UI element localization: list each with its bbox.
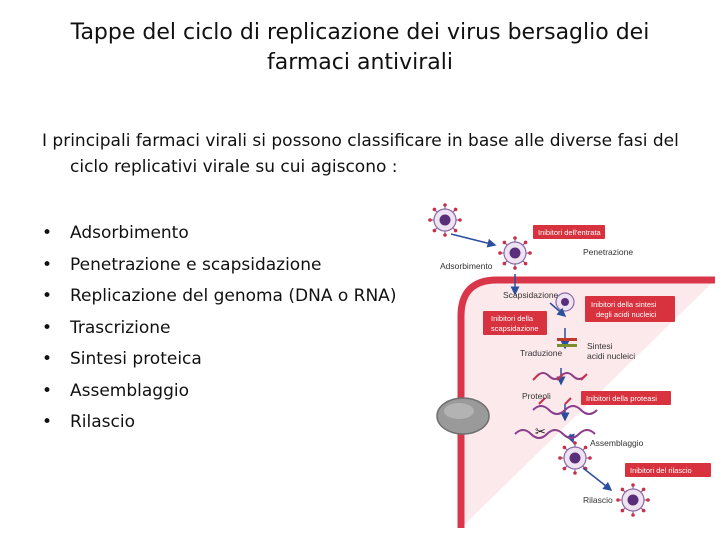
label-adsorbimento: Adsorbimento <box>440 261 493 271</box>
list-item: • Rilascio <box>42 407 396 439</box>
slide-title: Tappe del ciclo di replicazione dei viru… <box>70 20 650 75</box>
bullet-glyph: • <box>42 286 53 306</box>
list-item-label: Sintesi proteica <box>70 349 202 369</box>
list-item-label: Trascrizione <box>70 317 171 338</box>
bullet-glyph: • <box>42 254 53 275</box>
list-item-label: Replicazione del genoma (DNA o RNA) <box>70 286 397 306</box>
scissors-icon: ✂ <box>535 425 546 440</box>
inhibitor-box-scapsidazione: Inibitori della scapsidazione <box>483 311 547 335</box>
list-item-label: Rilascio <box>70 412 136 432</box>
svg-text:Inibitori dell'entrata: Inibitori dell'entrata <box>538 228 602 237</box>
bullet-glyph: • <box>42 349 53 369</box>
inhibitor-box-rilascio: Inibitori del rilascio <box>625 463 711 477</box>
list-item: • Replicazione del genoma (DNA o RNA) <box>42 281 396 313</box>
label-scapsidazione: Scapsidazione <box>503 290 559 300</box>
bullet-glyph: • <box>42 317 53 338</box>
list-item: • Sintesi proteica <box>42 344 396 376</box>
replication-cycle-diagram: ✂ Adsorbimento Penetrazione Scapsidazion… <box>427 202 715 528</box>
list-item-label: Penetrazione e scapsidazione <box>70 254 322 275</box>
svg-text:Inibitori della sintesi: Inibitori della sintesi <box>591 300 657 309</box>
inhibitor-box-entrata: Inibitori dell'entrata <box>533 225 605 239</box>
virion-icon <box>427 202 463 238</box>
list-item: • Trascrizione <box>42 313 396 345</box>
list-item: • Penetrazione e scapsidazione <box>42 250 396 282</box>
bullet-glyph: • <box>42 412 53 432</box>
svg-text:degli acidi nucleici: degli acidi nucleici <box>596 310 657 319</box>
svg-text:Inibitori della proteasi: Inibitori della proteasi <box>586 394 657 403</box>
label-proteoli: Proteoli <box>522 391 551 401</box>
label-penetrazione: Penetrazione <box>583 247 633 257</box>
list-item: • Adsorbimento <box>42 218 396 250</box>
svg-text:scapsidazione: scapsidazione <box>491 324 539 333</box>
bullet-glyph: • <box>42 380 53 401</box>
svg-text:Inibitori del rilascio: Inibitori del rilascio <box>630 466 692 475</box>
protein-pieces <box>532 373 596 405</box>
inhibitor-box-sintesi: Inibitori della sintesi degli acidi nucl… <box>585 296 675 322</box>
svg-text:Inibitori della: Inibitori della <box>491 314 534 323</box>
list-item-label: Assemblaggio <box>70 380 189 401</box>
intro-text: I principali farmaci virali si possono c… <box>42 131 679 177</box>
list-item: • Assemblaggio <box>42 376 396 408</box>
list-item-label: Adsorbimento <box>70 223 189 243</box>
label-sintesi-line2: acidi nucleici <box>587 351 635 361</box>
bullet-glyph: • <box>42 223 53 243</box>
virion-icon <box>557 440 593 476</box>
virion-icon <box>615 482 651 518</box>
label-sintesi-line1: Sintesi <box>587 341 613 351</box>
label-rilascio: Rilascio <box>583 495 613 505</box>
virion-icon <box>497 235 533 271</box>
label-traduzione: Traduzione <box>520 348 562 358</box>
inhibitor-box-proteasi: Inibitori della proteasi <box>581 391 671 405</box>
stage-list: • Adsorbimento • Penetrazione e scapsidazi… <box>42 218 396 439</box>
label-assemblaggio: Assemblaggio <box>590 438 644 448</box>
